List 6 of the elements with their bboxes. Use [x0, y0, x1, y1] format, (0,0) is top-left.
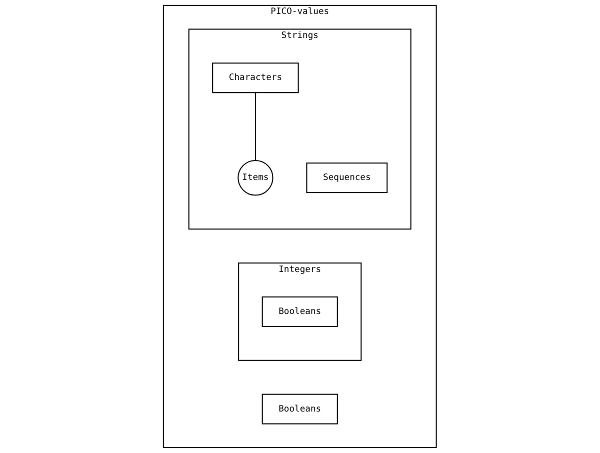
node-box: Booleans: [262, 296, 338, 327]
node-box: Sequences: [306, 162, 388, 194]
node-box: Booleans: [262, 394, 338, 424]
connector: [255, 92, 256, 160]
node-box: Characters: [212, 62, 299, 94]
node-circle: Items: [238, 160, 274, 196]
